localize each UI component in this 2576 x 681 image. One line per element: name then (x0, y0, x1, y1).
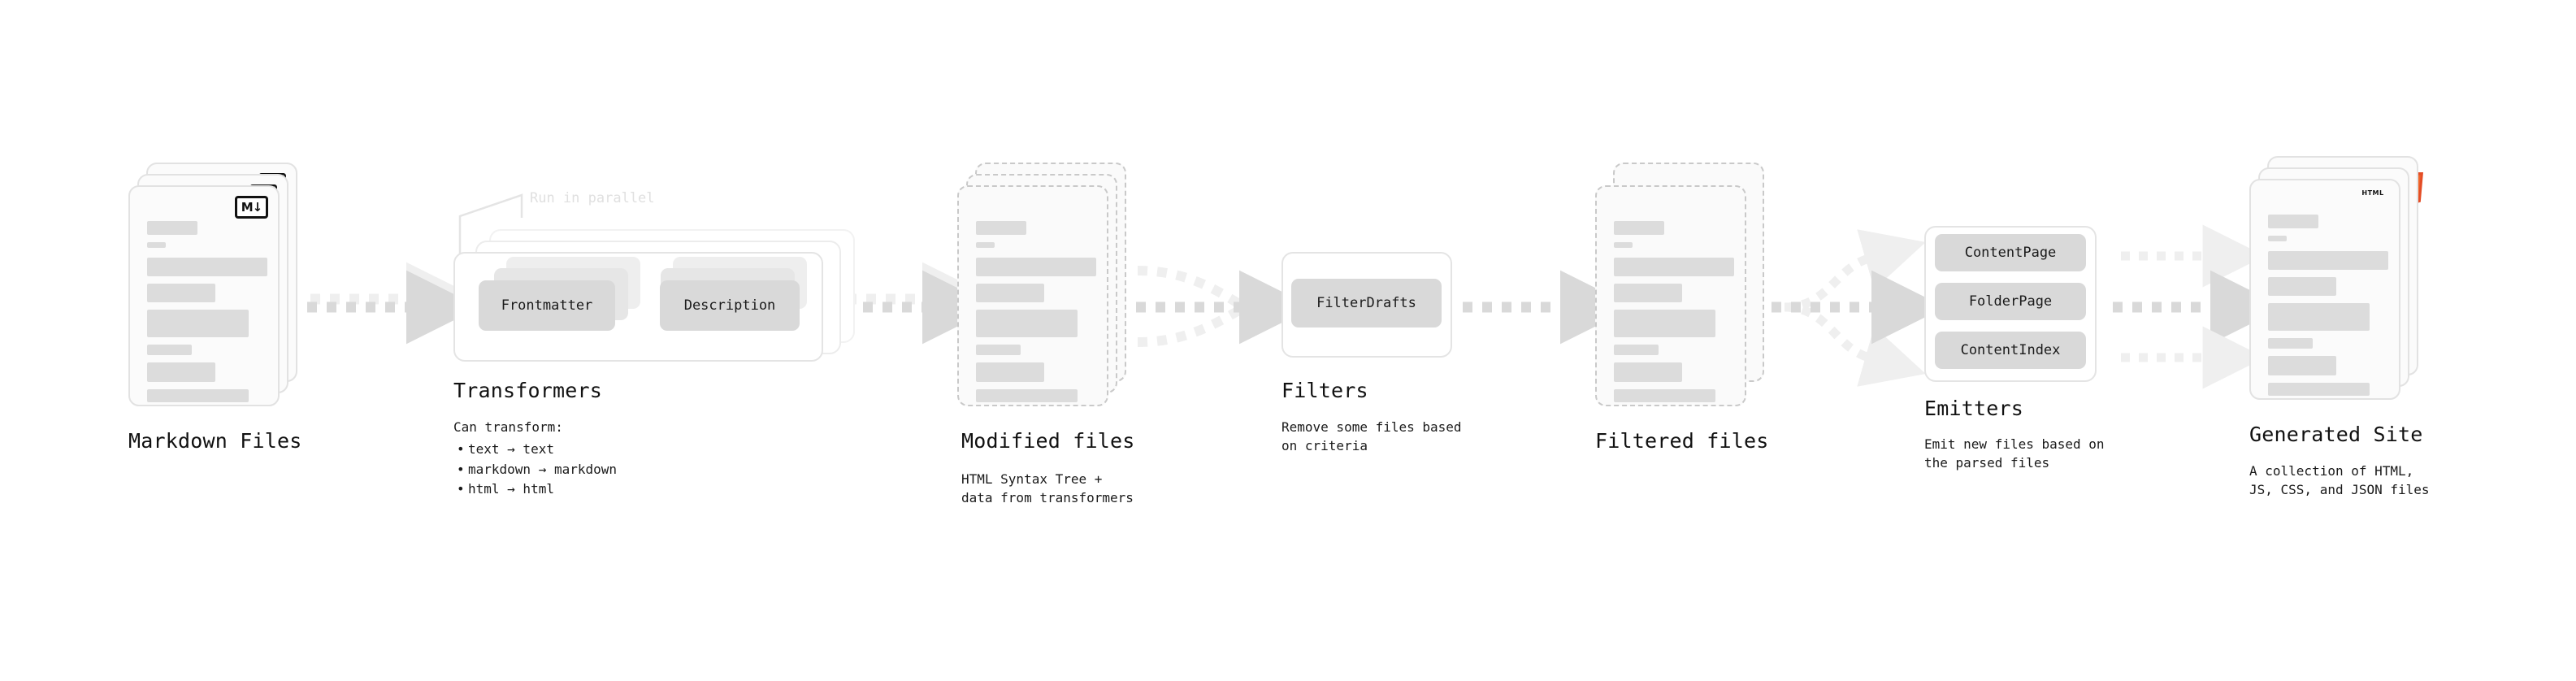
emitters-desc: Emit new files based on the parsed files (1924, 436, 2105, 471)
filter-chip-filterdrafts[interactable]: FilterDrafts (1291, 279, 1442, 327)
emitters-title: Emitters (1924, 397, 2024, 420)
transformer-chip-frontmatter[interactable]: Frontmatter (479, 280, 615, 331)
filters-title: Filters (1281, 379, 1368, 402)
arrow-emitters-to-site (2113, 224, 2284, 389)
generated-site-desc: A collection of HTML, JS, CSS, and JSON … (2249, 463, 2430, 498)
transformers-title: Transformers (453, 379, 603, 402)
markdown-icon: M↓ (235, 196, 268, 219)
document-skeleton (976, 221, 1096, 410)
arrow-markdown-to-transformers (307, 262, 480, 345)
filtered-files-stack[interactable] (1595, 163, 1764, 406)
transformers-bullet-2: html → html (457, 479, 617, 500)
filtered-files-title: Filtered files (1595, 429, 1769, 453)
transformers-bullet-0: text → text (457, 440, 617, 460)
emitter-chip-folderpage[interactable]: FolderPage (1935, 283, 2086, 320)
emitter-chip-contentindex[interactable]: ContentIndex (1935, 332, 2086, 369)
html5-icon-slot: HTML (2358, 190, 2387, 228)
modified-files-desc: HTML Syntax Tree + data from transformer… (961, 471, 1134, 506)
document-skeleton (147, 221, 267, 410)
transformers-bullet-1: markdown → markdown (457, 460, 617, 480)
document-skeleton (1614, 221, 1734, 410)
modified-files-title: Modified files (961, 429, 1135, 453)
modified-card-front[interactable] (957, 185, 1108, 406)
filtered-card-front[interactable] (1595, 185, 1746, 406)
filters-desc: Remove some files based on criteria (1281, 419, 1462, 454)
arrow-modified-to-filters (1136, 266, 1313, 347)
generated-card-front[interactable]: HTML (2249, 179, 2400, 400)
document-skeleton (2268, 215, 2388, 403)
markdown-files-title: Markdown Files (128, 429, 302, 453)
transformers-bullets-lead: Can transform: (453, 419, 563, 435)
html5-icon-label: HTML (2361, 189, 2384, 197)
generated-site-stack[interactable]: CSS HTML (2249, 156, 2418, 400)
transformer-chip-description[interactable]: Description (660, 280, 800, 331)
transformers-bullet-list: text → text markdown → markdown html → h… (453, 440, 617, 500)
arrow-filtered-to-emitters (1772, 229, 1945, 387)
transformers-bullets: Can transform: text → text markdown → ma… (453, 418, 617, 500)
modified-files-stack[interactable] (957, 163, 1126, 406)
run-in-parallel-label: Run in parallel (530, 190, 655, 206)
emitter-chip-contentpage[interactable]: ContentPage (1935, 234, 2086, 271)
markdown-card-front[interactable]: M↓ (128, 185, 280, 406)
generated-site-title: Generated Site (2249, 423, 2423, 446)
markdown-files-stack[interactable]: M↓ M↓ M↓ (128, 163, 297, 406)
